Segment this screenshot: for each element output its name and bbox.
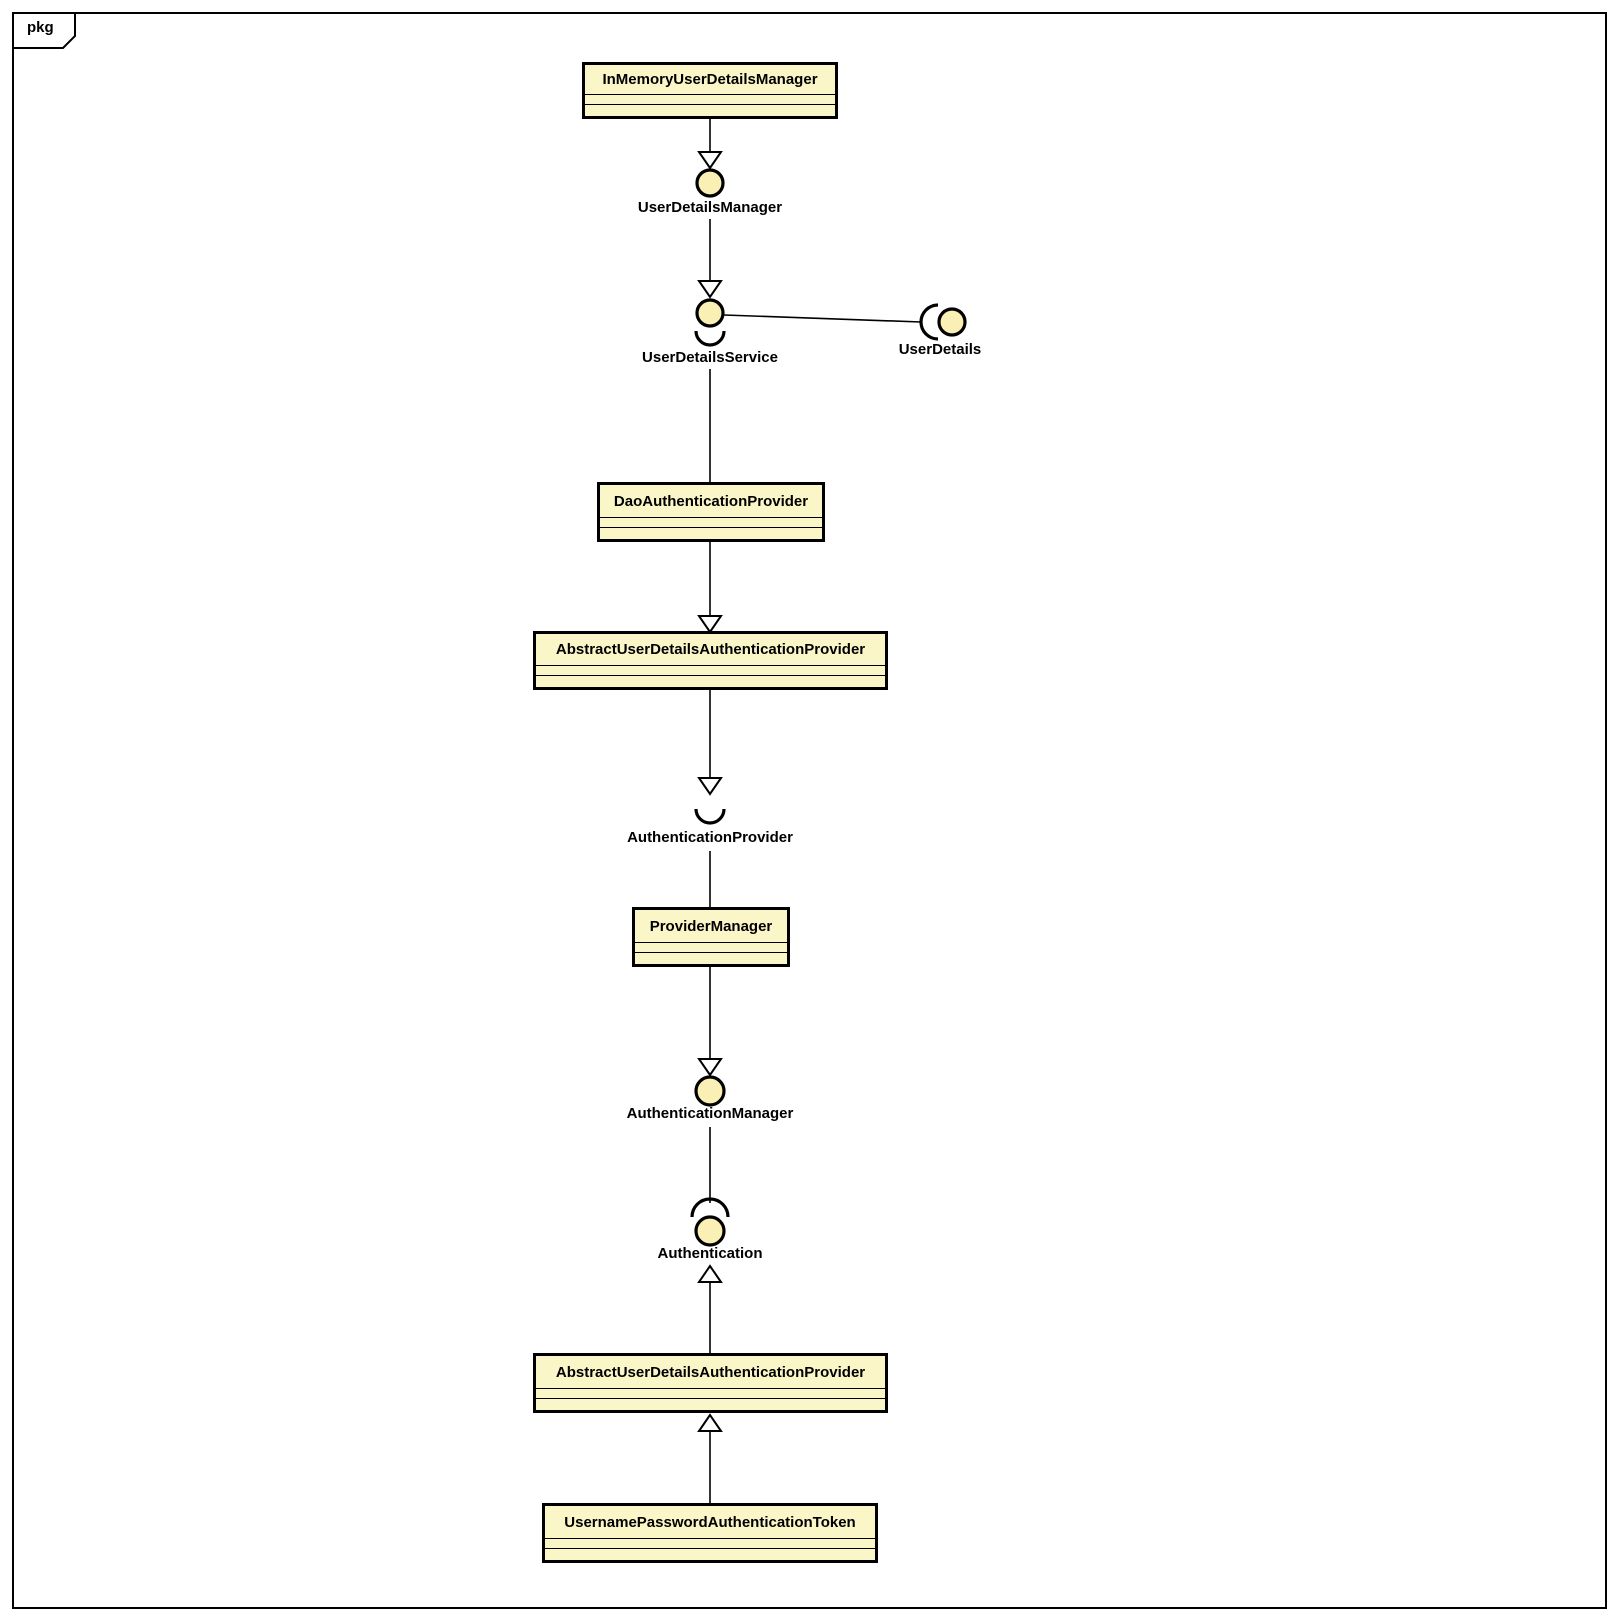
interface-label-authenticationprovider[interactable]: AuthenticationProvider	[627, 829, 793, 846]
attributes-compartment	[545, 1538, 875, 1548]
authenticationmanager-ball-icon[interactable]	[694, 1075, 726, 1107]
authenticationprovider-socket-icon	[694, 808, 726, 825]
package-tab-label: pkg	[27, 19, 54, 36]
open-arrowhead-down-icon	[697, 1058, 723, 1077]
open-arrowhead-down-icon	[697, 777, 723, 796]
attributes-compartment	[536, 665, 885, 675]
class-abstractuserdetailsauthenticationprovider-2[interactable]: AbstractUserDetailsAuthenticationProvide…	[533, 1353, 888, 1413]
class-name-label: UsernamePasswordAuthenticationToken	[564, 1513, 856, 1531]
userdetailsmanager-ball-icon[interactable]	[695, 168, 725, 198]
userdetailsservice-socket-icon	[694, 330, 726, 347]
class-name-label: AbstractUserDetailsAuthenticationProvide…	[555, 641, 866, 658]
interface-label-userdetailsmanager[interactable]: UserDetailsManager	[637, 199, 783, 216]
operations-compartment	[635, 952, 787, 964]
open-arrowhead-up-icon	[697, 1264, 723, 1283]
operations-compartment	[585, 104, 835, 116]
open-arrowhead-down-icon	[697, 280, 723, 299]
operations-compartment	[600, 527, 822, 539]
package-tab-shape	[12, 12, 76, 49]
attributes-compartment	[600, 517, 822, 527]
class-providermanager[interactable]: ProviderManager	[632, 907, 790, 967]
class-name-label: InMemoryUserDetailsManager	[602, 71, 818, 88]
interface-label-authenticationmanager[interactable]: AuthenticationManager	[626, 1105, 794, 1122]
diagram-frame-border	[12, 12, 1607, 1609]
open-arrowhead-down-icon	[697, 615, 723, 634]
authentication-socket-icon	[690, 1197, 730, 1218]
userdetailsservice-ball-icon[interactable]	[695, 298, 725, 328]
class-name-label: DaoAuthenticationProvider	[613, 492, 809, 510]
attributes-compartment	[635, 942, 787, 952]
interface-label-authentication[interactable]: Authentication	[657, 1245, 763, 1262]
class-name-label: AbstractUserDetailsAuthenticationProvide…	[555, 1363, 866, 1381]
userdetails-socket-icon	[919, 303, 939, 341]
interface-label-userdetails[interactable]: UserDetails	[898, 341, 982, 358]
class-inmemoryuserdetailsmanager[interactable]: InMemoryUserDetailsManager	[582, 62, 838, 119]
class-daoauthenticationprovider[interactable]: DaoAuthenticationProvider	[597, 482, 825, 542]
operations-compartment	[536, 1398, 885, 1410]
authentication-ball-icon[interactable]	[694, 1215, 726, 1247]
interface-label-userdetailsservice[interactable]: UserDetailsService	[642, 349, 778, 366]
open-arrowhead-up-icon	[697, 1413, 723, 1432]
userdetails-ball-icon[interactable]	[937, 307, 967, 337]
attributes-compartment	[585, 94, 835, 104]
class-name-label: ProviderManager	[649, 917, 773, 935]
attributes-compartment	[536, 1388, 885, 1398]
class-abstractuserdetailsauthenticationprovider-1[interactable]: AbstractUserDetailsAuthenticationProvide…	[533, 631, 888, 690]
open-arrowhead-down-icon	[697, 151, 723, 170]
operations-compartment	[545, 1548, 875, 1560]
operations-compartment	[536, 675, 885, 687]
connector-userdetailsservice-to-userdetails	[723, 314, 922, 323]
class-usernamepasswordauthenticationtoken[interactable]: UsernamePasswordAuthenticationToken	[542, 1503, 878, 1563]
